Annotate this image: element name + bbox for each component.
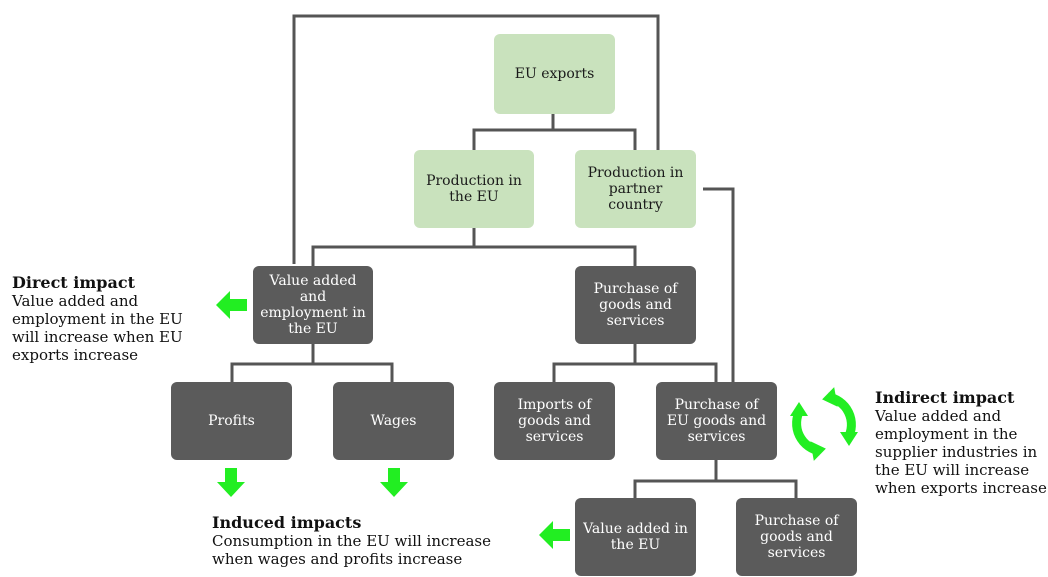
value-added-employment-box: Value added and employment in the EU bbox=[253, 266, 373, 344]
indirect-impact-line: the EU will increase bbox=[875, 461, 1030, 479]
arrow-down-icon bbox=[380, 468, 408, 497]
value-added-eu-box: Value added in the EU bbox=[575, 498, 696, 576]
purchase-goods-services-bottom-box: Purchase of goods and services bbox=[736, 498, 857, 576]
direct-impact-line: Value added and bbox=[12, 292, 139, 310]
wages-box: Wages bbox=[333, 382, 454, 460]
indirect-impact-note: Indirect impact Value added and employme… bbox=[875, 388, 1048, 498]
direct-impact-line: exports increase bbox=[12, 346, 139, 364]
direct-impact-line: will increase when EU bbox=[12, 328, 183, 346]
induced-impacts-note: Induced impacts Consumption in the EU wi… bbox=[212, 513, 512, 569]
direct-impact-heading: Direct impact bbox=[12, 273, 135, 292]
direct-impact-note: Direct impact Value added and employment… bbox=[12, 273, 212, 365]
arrow-down-icon bbox=[217, 468, 245, 497]
induced-impacts-line: when wages and profits increase bbox=[212, 550, 463, 568]
arrow-left-icon bbox=[216, 291, 247, 319]
purchase-goods-services-box: Purchase of goods and services bbox=[575, 266, 696, 344]
indirect-impact-line: employment in the bbox=[875, 425, 1018, 443]
induced-impacts-line: Consumption in the EU will increase bbox=[212, 532, 491, 550]
imports-goods-services-box: Imports of goods and services bbox=[494, 382, 615, 460]
cycle-icon bbox=[790, 387, 858, 461]
production-eu-box: Production in the EU bbox=[414, 150, 534, 228]
indirect-impact-line: supplier industries in bbox=[875, 443, 1038, 461]
production-partner-box: Production in partner country bbox=[575, 150, 696, 228]
induced-impacts-heading: Induced impacts bbox=[212, 513, 362, 532]
arrow-left-icon bbox=[539, 521, 570, 549]
indirect-impact-heading: Indirect impact bbox=[875, 388, 1015, 407]
profits-box: Profits bbox=[171, 382, 292, 460]
eu-exports-box: EU exports bbox=[494, 34, 615, 114]
direct-impact-line: employment in the EU bbox=[12, 310, 183, 328]
indirect-impact-line: Value added and bbox=[875, 407, 1002, 425]
indirect-impact-line: when exports increase bbox=[875, 479, 1047, 497]
purchase-eu-goods-services-box: Purchase of EU goods and services bbox=[656, 382, 777, 460]
